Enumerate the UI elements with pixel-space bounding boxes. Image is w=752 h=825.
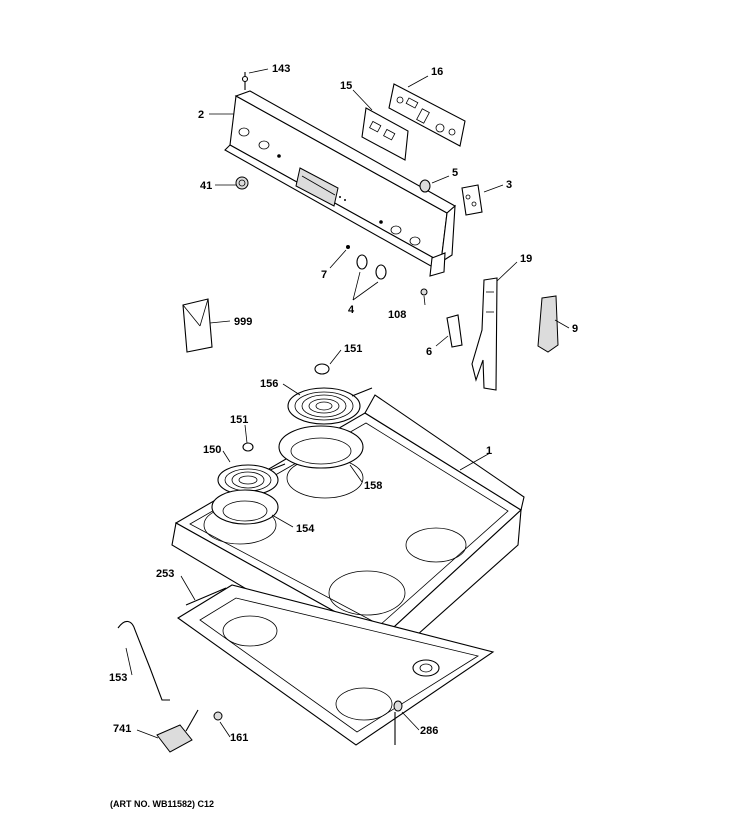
- clip-286: [393, 700, 403, 745]
- knob-41: [235, 176, 249, 190]
- terminal-block-741: [156, 709, 199, 753]
- bracket-6: [446, 314, 463, 348]
- label-253: 253: [156, 568, 174, 580]
- label-108: 108: [388, 309, 406, 321]
- label-741: 741: [113, 723, 131, 735]
- label-143: 143: [272, 63, 290, 75]
- label-9: 9: [572, 323, 578, 335]
- label-158: 158: [364, 480, 382, 492]
- knobs-4: [356, 254, 387, 280]
- control-panel-backsplash: [224, 90, 456, 277]
- leader-lines: [125, 68, 570, 739]
- label-999: 999: [234, 316, 252, 328]
- label-1: 1: [486, 445, 492, 457]
- literature-999: [182, 298, 213, 353]
- burner-element-156: [287, 387, 373, 425]
- screw-143: [241, 72, 249, 90]
- screw-108: [420, 288, 428, 296]
- bracket-3: [461, 184, 483, 216]
- gasket-253: [185, 587, 227, 606]
- label-4: 4: [348, 304, 355, 316]
- label-7: 7: [321, 269, 327, 281]
- label-153: 153: [109, 672, 127, 684]
- label-6: 6: [426, 346, 432, 358]
- label-5: 5: [452, 167, 458, 179]
- label-2: 2: [198, 109, 204, 121]
- wire-harness-153: [117, 620, 170, 701]
- cap-151-lower: [242, 442, 254, 452]
- label-3: 3: [506, 179, 512, 191]
- control-overlay-15: [361, 107, 409, 161]
- pin-7: [346, 245, 350, 249]
- cap-151-upper: [314, 363, 330, 375]
- drip-pan-154: [211, 489, 279, 525]
- label-15: 15: [340, 80, 352, 92]
- base-pan: [177, 584, 495, 746]
- label-151-lower: 151: [230, 414, 248, 426]
- part-161: [213, 711, 223, 721]
- clip-5: [419, 179, 431, 193]
- bracket-19: [471, 277, 498, 391]
- label-150: 150: [203, 444, 221, 456]
- label-156: 156: [260, 378, 278, 390]
- art-number-note: (ART NO. WB11582) C12: [110, 799, 215, 809]
- label-16: 16: [431, 66, 443, 78]
- label-19: 19: [520, 253, 532, 265]
- label-154: 154: [296, 523, 315, 535]
- label-286: 286: [420, 725, 438, 737]
- control-board-16: [388, 83, 466, 147]
- part-number-labels: 143 2 15 16 41 5 3 7 4 108 19 999 6 9 15…: [109, 63, 578, 744]
- label-161: 161: [230, 732, 248, 744]
- drip-pan-158: [278, 425, 364, 469]
- burner-element-150: [217, 463, 286, 496]
- label-41: 41: [200, 180, 212, 192]
- label-151-upper: 151: [344, 343, 362, 355]
- hinge-9: [537, 295, 559, 353]
